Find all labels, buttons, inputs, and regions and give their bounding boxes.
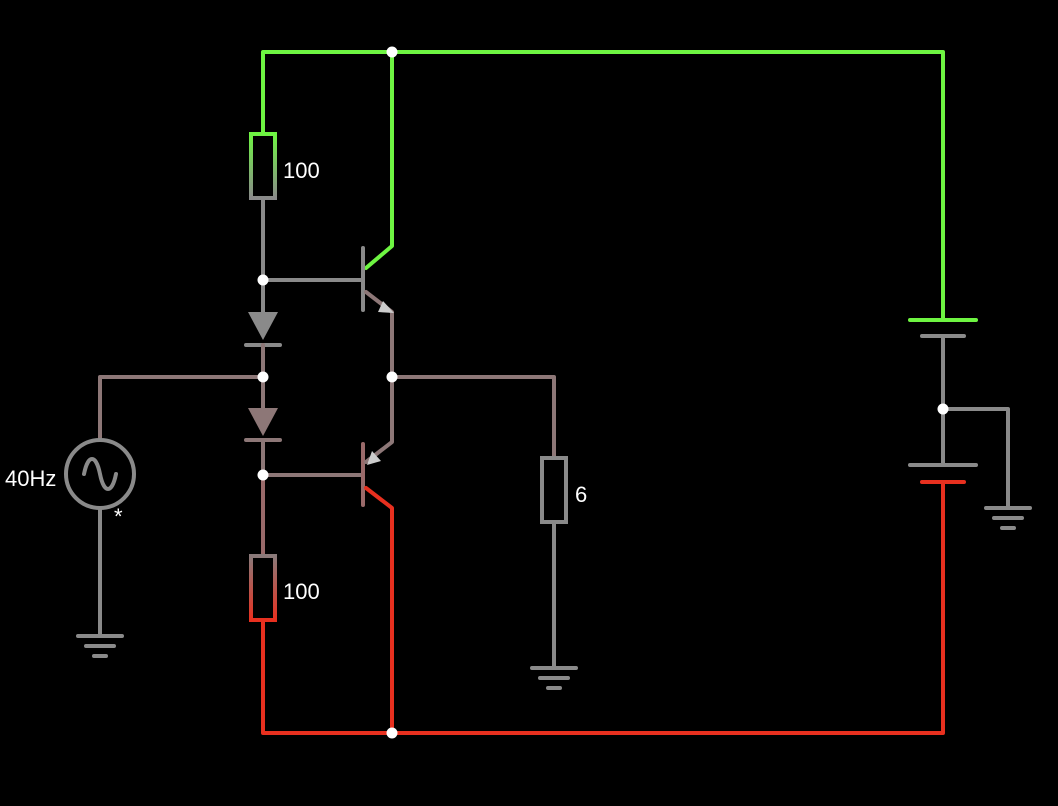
ac-source[interactable] (64, 438, 136, 636)
bottom-resistor-label: 100 (283, 579, 320, 604)
ground-icon (76, 634, 124, 658)
junction-dot (257, 469, 269, 481)
junction-dot (937, 403, 949, 415)
junction-dot (386, 371, 398, 383)
pnp-transistor[interactable] (261, 375, 394, 735)
junction-dot (386, 727, 398, 739)
battery-ground-wire (941, 407, 1010, 508)
output-wire (390, 375, 556, 460)
load-resistor[interactable] (540, 456, 568, 668)
bottom-resistor[interactable] (249, 554, 277, 622)
junction-nodes (257, 46, 949, 739)
top-bias-wire (261, 196, 364, 282)
junction-dot (257, 371, 269, 383)
battery-stack[interactable] (908, 318, 978, 484)
diode-2[interactable] (244, 375, 282, 477)
negative-rail (261, 480, 945, 735)
positive-rail (261, 50, 945, 322)
source-feed-wire (98, 375, 265, 442)
source-label: 40Hz (5, 466, 56, 491)
ground-icon (530, 666, 578, 690)
source-marker: * (114, 504, 123, 529)
top-resistor[interactable] (249, 132, 277, 200)
npn-transistor[interactable] (361, 246, 394, 379)
load-resistor-label: 6 (575, 482, 587, 507)
junction-dot (386, 46, 398, 58)
ground-icon (984, 506, 1032, 530)
junction-dot (257, 274, 269, 286)
diode-1[interactable] (244, 278, 282, 379)
top-resistor-label: 100 (283, 158, 320, 183)
